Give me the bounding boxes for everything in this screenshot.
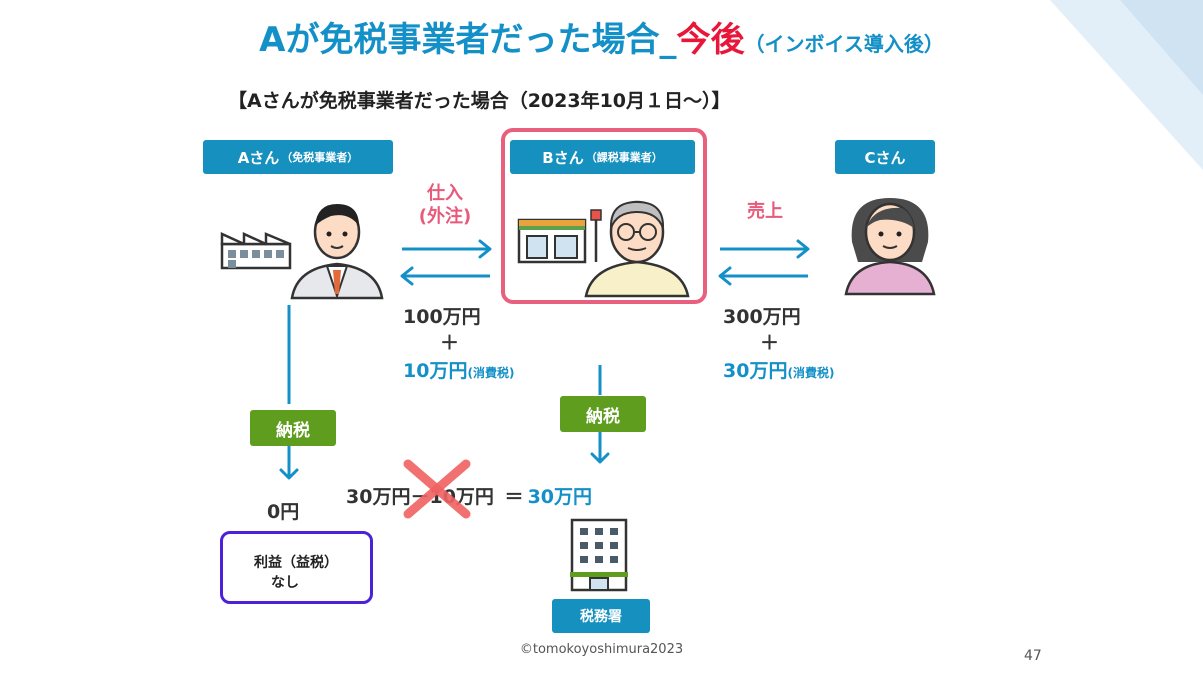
- person-a-label: Aさん（免税事業者）: [203, 140, 393, 174]
- bc-amount: 300万円: [723, 306, 801, 328]
- person-c-label: Cさん: [835, 140, 935, 174]
- person-b-icon: [584, 200, 690, 298]
- profit-line-2: なし: [271, 575, 299, 591]
- cross-icon: [403, 459, 471, 519]
- profit-line-1: 利益（益税）: [254, 555, 338, 571]
- ab-tax: 10万円(消費税): [403, 360, 515, 382]
- person-c-icon: [844, 198, 936, 296]
- tax-badge-a: 納税: [250, 410, 336, 446]
- bc-plus: ＋: [760, 332, 780, 354]
- tax-office-label: 税務署: [552, 599, 650, 633]
- a-tax-amount: 0円: [267, 501, 300, 523]
- purchase-label: 仕入(外注): [418, 183, 472, 227]
- ab-plus: ＋: [440, 332, 460, 354]
- corner-decoration: [1050, 0, 1203, 170]
- sales-label: 売上: [747, 201, 783, 222]
- tax-office-icon: [570, 518, 628, 592]
- page-number: 47: [1024, 648, 1042, 664]
- person-b-highlight-box: [501, 128, 707, 304]
- bc-tax: 30万円(消費税): [723, 360, 835, 382]
- person-a-icon: [290, 204, 384, 300]
- tax-badge-b: 納税: [560, 396, 646, 432]
- factory-icon: [220, 232, 292, 270]
- person-b-label: Bさん（課税事業者）: [510, 140, 695, 174]
- ab-amount: 100万円: [403, 306, 481, 328]
- store-icon: [517, 209, 602, 264]
- copyright: ©tomokoyoshimura2023: [519, 642, 684, 657]
- page-title: Aが免税事業者だった場合_今後（インボイス導入後）: [259, 20, 944, 60]
- profit-box: 利益（益税） なし: [220, 531, 373, 604]
- page-subtitle: 【Aさんが免税事業者だった場合（2023年10月１日〜）】: [228, 90, 731, 112]
